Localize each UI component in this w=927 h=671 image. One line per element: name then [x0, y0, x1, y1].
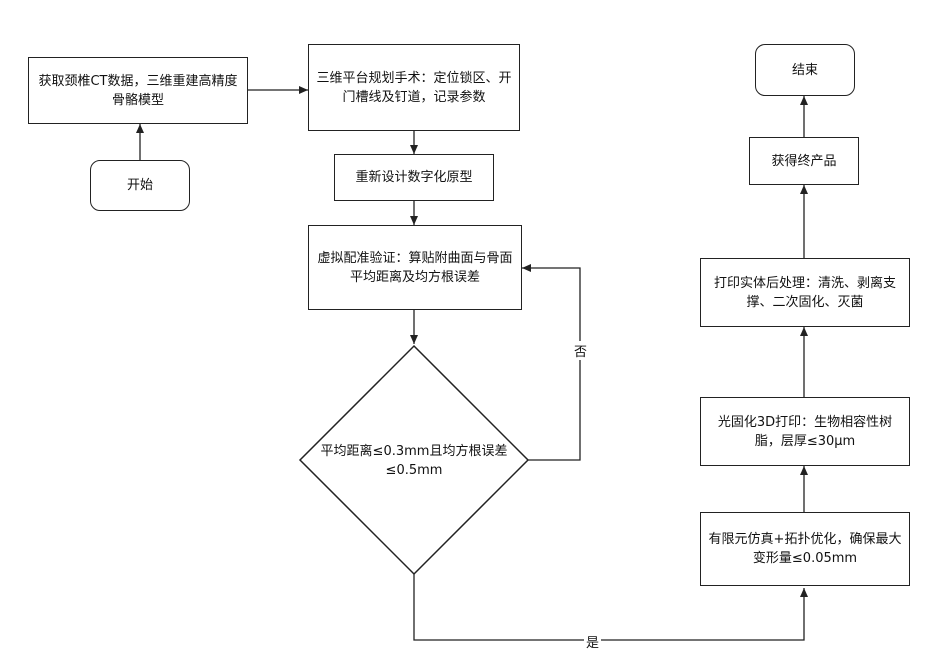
edge-label-no: 否: [572, 341, 589, 360]
edge-decision-no: [522, 268, 580, 460]
start-label: 开始: [127, 176, 153, 195]
redesign-label: 重新设计数字化原型: [355, 168, 472, 187]
fem-opt-label: 有限元仿真+拓扑优化，确保最大变形量≤0.05mm: [707, 530, 903, 568]
print3d-label: 光固化3D打印：生物相容性树脂，层厚≤30μm: [707, 413, 903, 451]
end-label: 结束: [792, 61, 818, 80]
decision-label: 平均距离≤0.3mm且均方根误差≤0.5mm: [306, 442, 522, 480]
start-node: 开始: [90, 160, 190, 211]
acquire-ct-node: 获取颈椎CT数据，三维重建高精度骨骼模型: [28, 57, 248, 124]
post-process-node: 打印实体后处理：清洗、剥离支撑、二次固化、灭菌: [700, 258, 910, 327]
virtual-check-node: 虚拟配准验证：算贴附曲面与骨面平均距离及均方根误差: [308, 225, 522, 310]
final-product-node: 获得终产品: [749, 137, 859, 185]
fem-opt-node: 有限元仿真+拓扑优化，确保最大变形量≤0.05mm: [700, 512, 910, 586]
planning-node: 三维平台规划手术：定位锁区、开门槽线及钉道，记录参数: [308, 44, 520, 131]
virtual-check-label: 虚拟配准验证：算贴附曲面与骨面平均距离及均方根误差: [315, 249, 515, 287]
end-node: 结束: [755, 44, 855, 96]
redesign-node: 重新设计数字化原型: [334, 154, 494, 201]
edge-label-yes: 是: [584, 632, 601, 651]
planning-label: 三维平台规划手术：定位锁区、开门槽线及钉道，记录参数: [315, 69, 513, 107]
print3d-node: 光固化3D打印：生物相容性树脂，层厚≤30μm: [700, 397, 910, 466]
final-product-label: 获得终产品: [771, 152, 836, 171]
post-process-label: 打印实体后处理：清洗、剥离支撑、二次固化、灭菌: [707, 274, 903, 312]
acquire-ct-label: 获取颈椎CT数据，三维重建高精度骨骼模型: [35, 72, 241, 110]
